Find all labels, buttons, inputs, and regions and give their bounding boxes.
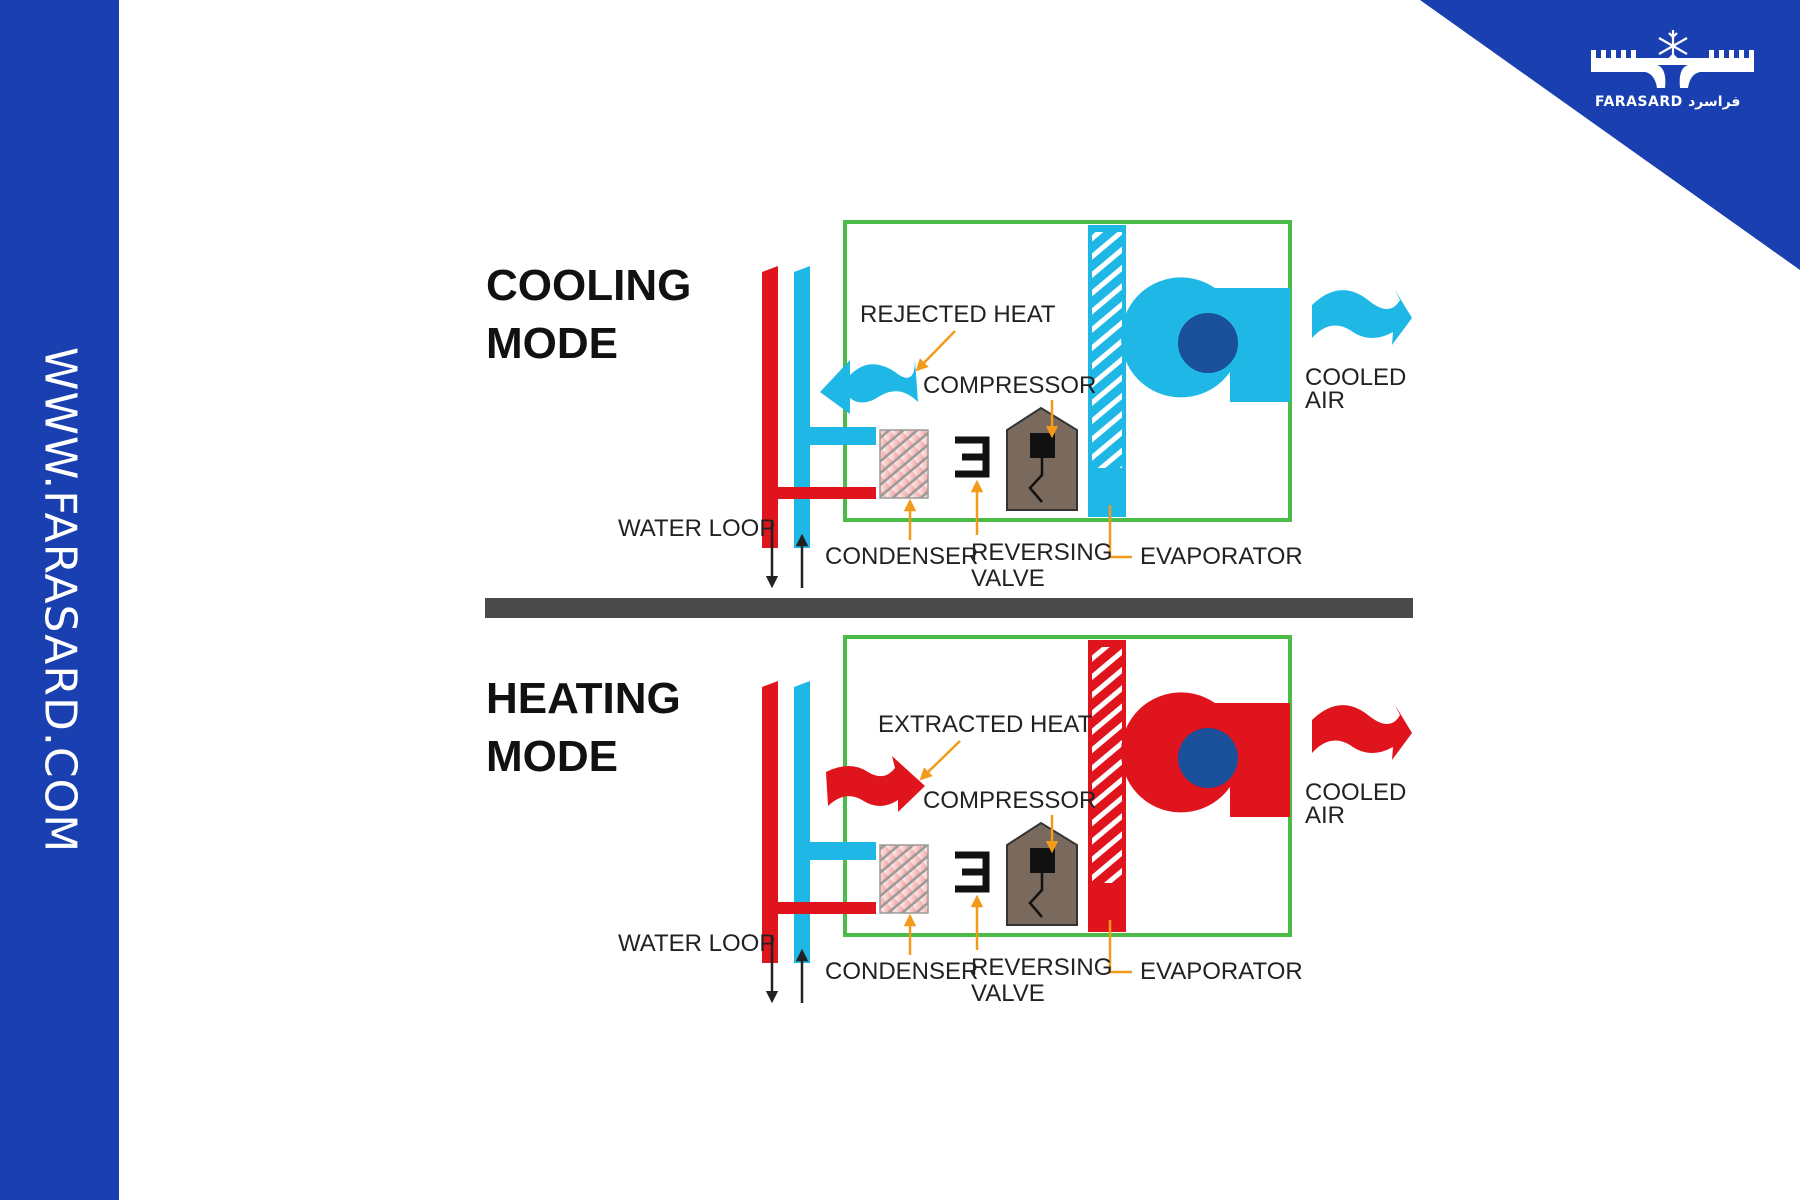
extracted-heat-label: EXTRACTED HEAT xyxy=(878,711,1093,738)
blue-supply-line xyxy=(810,427,876,445)
cooled-air-label-line2: AIR xyxy=(1305,802,1345,829)
blower-fan-icon xyxy=(1178,728,1238,788)
compressor-motor xyxy=(1030,433,1055,458)
condenser-label: CONDENSER xyxy=(825,543,978,570)
evaporator-label: EVAPORATOR xyxy=(1140,958,1303,985)
heating-mode-panel: HEATING MODE EXTRACTED HEAT COMPRESSOR W… xyxy=(486,635,1412,1007)
water-pipe-red xyxy=(762,681,778,963)
red-return-line xyxy=(778,902,876,914)
reversing-valve-label: REVERSING xyxy=(971,954,1112,981)
leader-evaporator xyxy=(1108,505,1132,559)
red-return-line xyxy=(778,487,876,499)
water-pipe-red xyxy=(762,266,778,548)
cooled-air-label: COOLED xyxy=(1305,779,1406,806)
compressor-motor xyxy=(1030,848,1055,873)
leader-evaporator xyxy=(1108,920,1132,974)
heating-mode-title: HEATING xyxy=(486,674,681,723)
warm-air-arrow-icon xyxy=(1312,705,1412,760)
extracted-heat-arrow-icon xyxy=(826,756,925,812)
cooling-mode-title: COOLING xyxy=(486,261,691,310)
rejected-heat-label: REJECTED HEAT xyxy=(860,301,1056,328)
cooling-mode-panel: COOLING MODE xyxy=(486,220,1412,592)
blue-supply-line xyxy=(810,842,876,860)
leader-rejected-heat xyxy=(915,330,956,372)
water-loop-label: WATER LOOP xyxy=(618,930,775,957)
heating-mode-title-line2: MODE xyxy=(486,732,618,781)
mode-divider xyxy=(485,598,1413,618)
reversing-valve-icon xyxy=(955,436,990,478)
compressor-wire xyxy=(1028,873,1044,918)
water-pipe-blue xyxy=(794,681,810,963)
rejected-heat-arrow-icon xyxy=(820,360,918,414)
reversing-valve-label-line2: VALVE xyxy=(971,980,1045,1007)
condenser-coil xyxy=(879,844,929,914)
water-loop-label: WATER LOOP xyxy=(618,515,775,542)
reversing-valve-label: REVERSING xyxy=(971,539,1112,566)
cooled-air-label-line2: AIR xyxy=(1305,387,1345,414)
compressor-label: COMPRESSOR xyxy=(923,787,1096,814)
blower-fan-icon xyxy=(1178,313,1238,373)
cooling-mode-title-line2: MODE xyxy=(486,319,618,368)
logo-text: FARASARD فراسرد xyxy=(1595,94,1741,110)
leader-extracted-heat xyxy=(919,740,961,781)
evaporator-coil xyxy=(1092,232,1122,468)
condenser-coil xyxy=(879,429,929,499)
condenser-label: CONDENSER xyxy=(825,958,978,985)
reversing-valve-icon xyxy=(955,851,990,893)
compressor-wire xyxy=(1028,458,1044,503)
compressor-label: COMPRESSOR xyxy=(923,372,1096,399)
evaporator-label: EVAPORATOR xyxy=(1140,543,1303,570)
evaporator-coil xyxy=(1092,647,1122,883)
farasard-logo[interactable] xyxy=(1585,28,1760,118)
sidebar xyxy=(0,0,119,1200)
snowflake-icon xyxy=(1658,30,1688,62)
cooled-air-label: COOLED xyxy=(1305,364,1406,391)
reversing-valve-label-line2: VALVE xyxy=(971,565,1045,592)
cooled-air-arrow-icon xyxy=(1312,290,1412,345)
water-pipe-blue xyxy=(794,266,810,548)
